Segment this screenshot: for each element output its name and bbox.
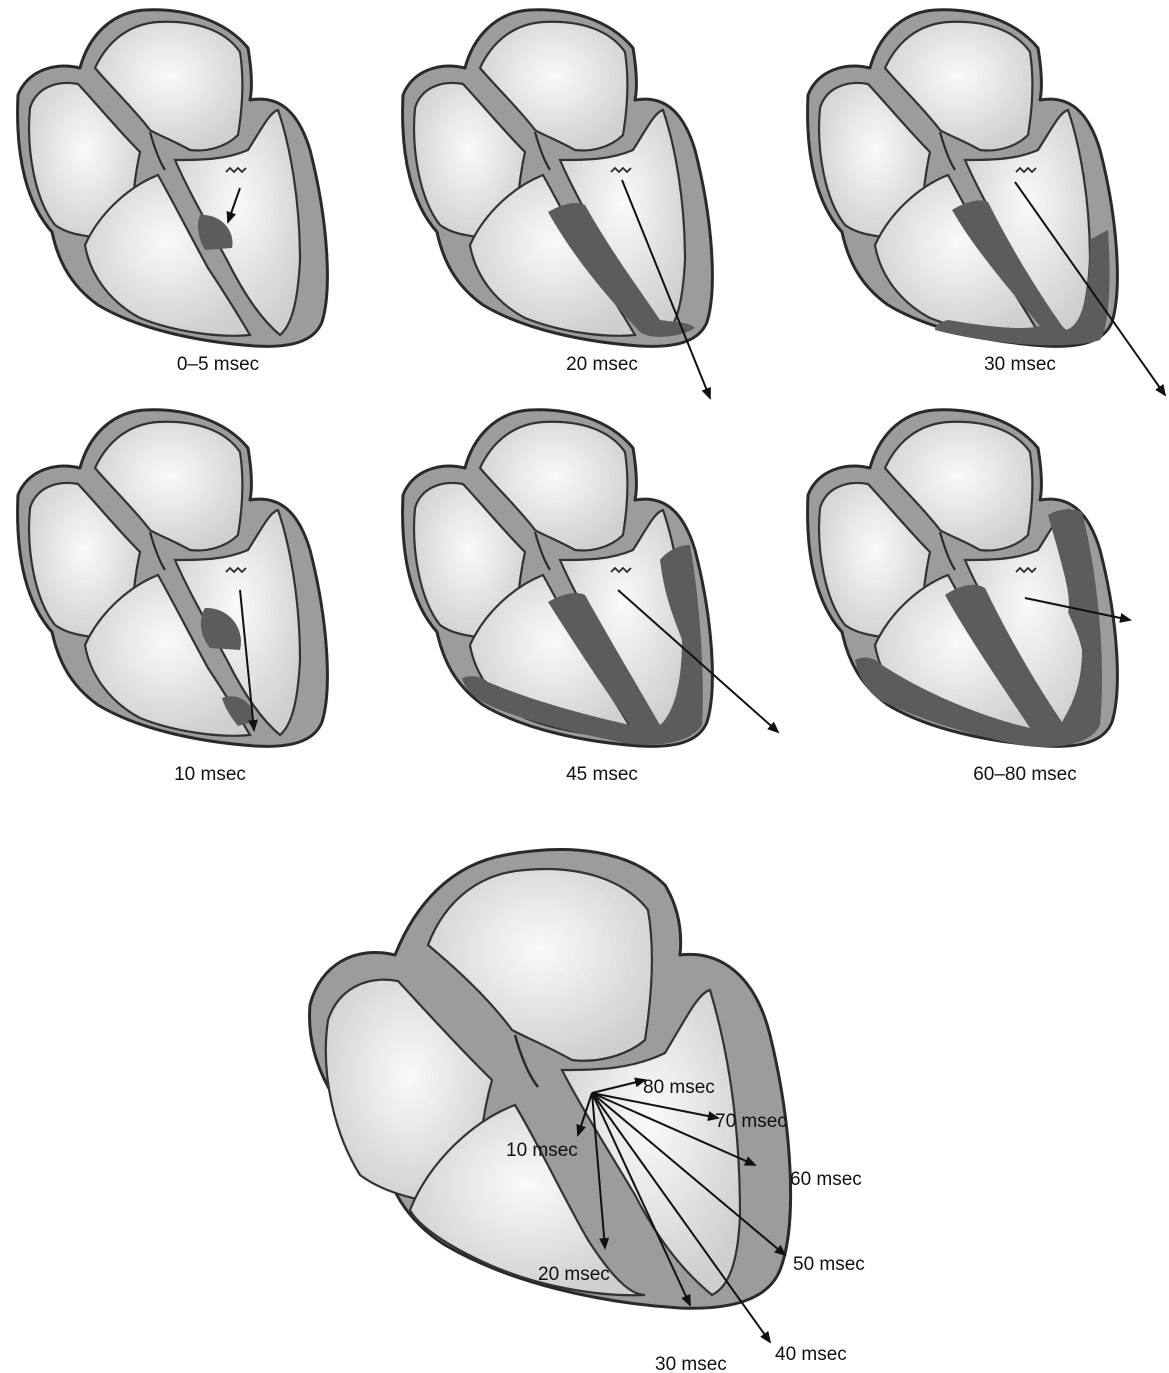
heart-panel-30msec: 30 msec bbox=[808, 10, 1165, 395]
time-label: 20 msec bbox=[566, 354, 638, 375]
time-label: 10 msec bbox=[174, 764, 246, 785]
vector-label-60msec: 60 msec bbox=[790, 1169, 862, 1190]
heart-panel-60-80msec: 60–80 msec bbox=[808, 410, 1130, 785]
time-label: 0–5 msec bbox=[177, 354, 259, 375]
heart-panel-20msec: 20 msec bbox=[403, 10, 713, 398]
vector-label-30msec: 30 msec bbox=[655, 1354, 727, 1373]
time-label: 60–80 msec bbox=[973, 764, 1077, 785]
vector-label-20msec: 20 msec bbox=[538, 1264, 610, 1285]
heart-panel-0-5msec: 0–5 msec bbox=[18, 10, 328, 375]
vector-label-10msec: 10 msec bbox=[506, 1140, 578, 1161]
time-label: 45 msec bbox=[566, 764, 638, 785]
vector-label-40msec: 40 msec bbox=[775, 1344, 847, 1365]
summary-heart: 10 msec 20 msec 30 msec 40 msec 50 msec … bbox=[310, 850, 865, 1373]
vector-label-70msec: 70 msec bbox=[715, 1111, 787, 1132]
heart-panel-10msec: 10 msec bbox=[18, 410, 328, 785]
vector-label-80msec: 80 msec bbox=[643, 1077, 715, 1098]
vector-label-50msec: 50 msec bbox=[793, 1254, 865, 1275]
heart-panel-45msec: 45 msec bbox=[403, 410, 778, 785]
time-label: 30 msec bbox=[984, 354, 1056, 375]
